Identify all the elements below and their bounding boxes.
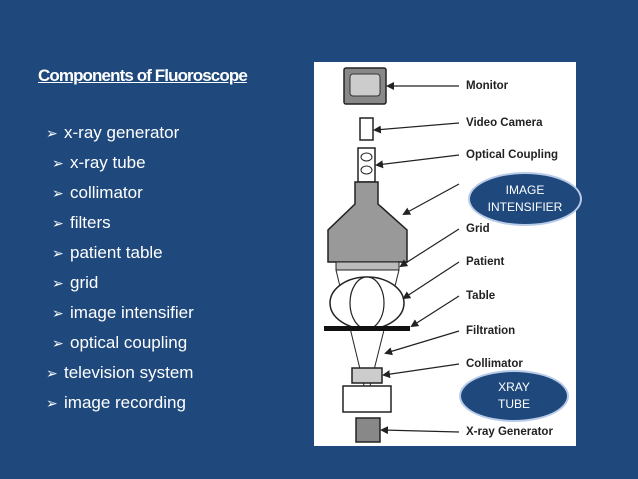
- slide-title: Components of Fluoroscope: [38, 66, 248, 85]
- arrow-bullet-icon: ➢: [52, 335, 64, 351]
- fluoroscope-diagram: Monitor Video Camera Optical Coupling Gr…: [314, 62, 576, 446]
- label-video-camera: Video Camera: [466, 117, 543, 129]
- list-item: ➢x-ray generator: [46, 118, 194, 148]
- grid-icon: [335, 261, 400, 271]
- arrow-bullet-icon: ➢: [52, 185, 64, 201]
- arrow-bullet-icon: ➢: [52, 305, 64, 321]
- image-intensifier-callout: IMAGE INTENSIFIER: [468, 172, 582, 226]
- table-icon: [324, 326, 410, 331]
- fluoroscope-schematic: [324, 67, 460, 443]
- image-intensifier-icon: [327, 181, 408, 263]
- xray-tube-icon: [342, 385, 392, 413]
- optical-coupling-icon: [357, 147, 376, 183]
- label-grid: Grid: [466, 223, 490, 235]
- list-item: ➢x-ray tube: [46, 148, 194, 178]
- monitor-icon: [343, 67, 387, 105]
- arrow-bullet-icon: ➢: [46, 365, 58, 381]
- list-item: ➢image intensifier: [46, 298, 194, 328]
- label-table: Table: [466, 290, 496, 302]
- xray-tube-callout: XRAY TUBE: [459, 370, 569, 422]
- list-item: ➢optical coupling: [46, 328, 194, 358]
- arrow-bullet-icon: ➢: [52, 275, 64, 291]
- list-item: ➢image recording: [46, 388, 194, 418]
- label-monitor: Monitor: [466, 80, 509, 92]
- arrow-bullet-icon: ➢: [46, 125, 58, 141]
- xray-generator-icon: [355, 417, 381, 443]
- label-collimator: Collimator: [466, 358, 523, 370]
- arrow-bullet-icon: ➢: [52, 215, 64, 231]
- list-item: ➢patient table: [46, 238, 194, 268]
- patient-icon: [329, 276, 405, 330]
- list-item: ➢television system: [46, 358, 194, 388]
- arrow-bullet-icon: ➢: [46, 395, 58, 411]
- label-optical-coupling: Optical Coupling: [466, 149, 558, 161]
- pointer-arrows: [373, 82, 460, 435]
- arrow-bullet-icon: ➢: [52, 245, 64, 261]
- list-item: ➢filters: [46, 208, 194, 238]
- list-item: ➢grid: [46, 268, 194, 298]
- arrow-bullet-icon: ➢: [52, 155, 64, 171]
- components-list: ➢x-ray generator ➢x-ray tube ➢collimator…: [46, 118, 194, 418]
- collimator-icon: [351, 367, 383, 384]
- label-filtration: Filtration: [466, 325, 516, 337]
- label-patient: Patient: [466, 256, 505, 268]
- video-camera-icon: [359, 117, 374, 141]
- list-item: ➢collimator: [46, 178, 194, 208]
- label-xray-generator: X-ray Generator: [466, 426, 553, 438]
